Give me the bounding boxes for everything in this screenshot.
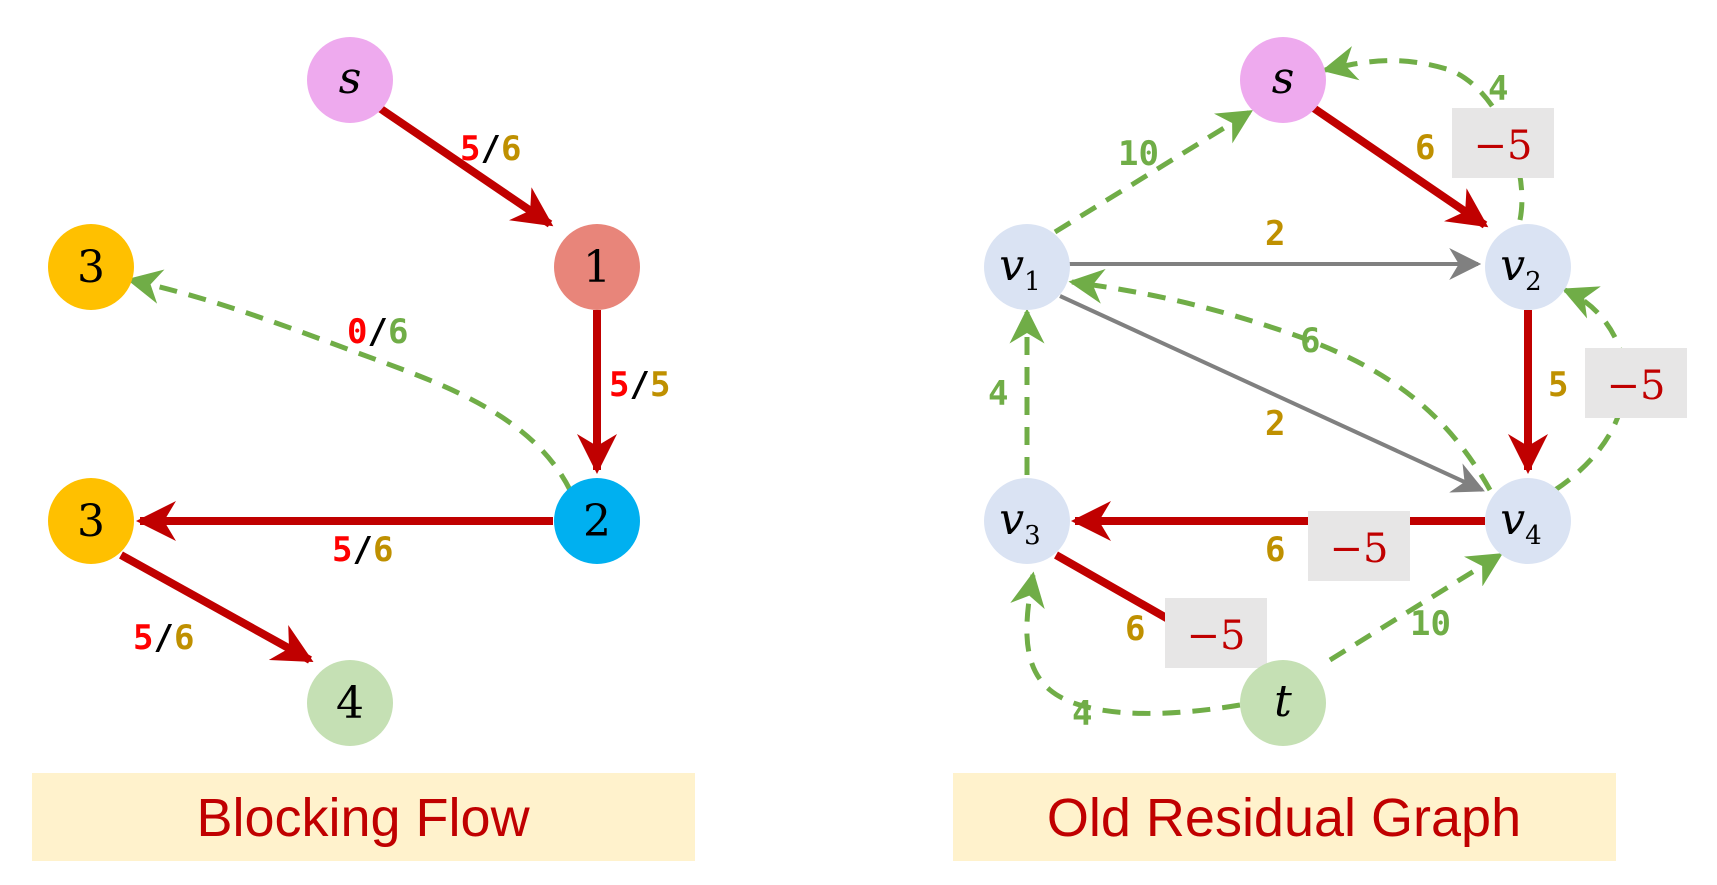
label-2-3top: 0/6 bbox=[347, 312, 408, 352]
edge-v1-v4 bbox=[1059, 294, 1485, 493]
blocking-flow-caption: Blocking Flow bbox=[196, 788, 530, 848]
label-v3-v1: 4 bbox=[988, 374, 1008, 414]
node-2 bbox=[554, 478, 640, 564]
label-s-v2: 6 bbox=[1415, 128, 1435, 168]
node-v4-label: v4 bbox=[1500, 494, 1541, 551]
edge-2-3top-dashed bbox=[126, 269, 573, 492]
edge-v4-v1-dashed bbox=[1068, 268, 1493, 492]
label-v3-t: 6 bbox=[1125, 609, 1145, 649]
minus-box-v3-t bbox=[1165, 598, 1267, 668]
label-v4-v1-back: 6 bbox=[1300, 321, 1320, 361]
node-v3 bbox=[984, 478, 1070, 564]
node-rs-s bbox=[1240, 37, 1326, 123]
label-3-4: 5/6 bbox=[133, 618, 194, 658]
node-v1-label: v1 bbox=[999, 240, 1040, 297]
node-3-top-label: 3 bbox=[77, 242, 105, 293]
minus-box-v2-v4 bbox=[1585, 348, 1687, 418]
node-s bbox=[307, 37, 393, 123]
label-v1-s: 10 bbox=[1118, 134, 1159, 174]
node-rs-s-label: s bbox=[1272, 53, 1295, 104]
label-s-1: 5/6 bbox=[460, 129, 521, 169]
node-2-label: 2 bbox=[583, 496, 611, 547]
label-v3-t-minus: −5 bbox=[1187, 613, 1246, 659]
edge-t-v3-dashed bbox=[1010, 571, 1241, 716]
node-3-bottom-label: 3 bbox=[77, 496, 105, 547]
node-4-label: 4 bbox=[336, 678, 364, 729]
label-v4-v3-minus: −5 bbox=[1330, 526, 1389, 572]
label-v2-v4: 5 bbox=[1548, 365, 1568, 405]
node-4 bbox=[307, 660, 393, 746]
edge-v1-s-dashed bbox=[1053, 109, 1253, 235]
node-v1 bbox=[984, 224, 1070, 310]
node-t-label: t bbox=[1274, 676, 1292, 727]
node-3-top bbox=[48, 224, 134, 310]
edge-t-v4-dashed bbox=[1328, 552, 1503, 663]
edge-3-4 bbox=[119, 551, 314, 664]
node-v3-label: v3 bbox=[999, 494, 1040, 551]
node-3-bottom bbox=[48, 478, 134, 564]
label-1-2: 5/5 bbox=[609, 365, 670, 405]
label-v2-v4-minus: −5 bbox=[1607, 363, 1666, 409]
residual-graph-caption: Old Residual Graph bbox=[1047, 788, 1521, 848]
node-v2-label: v2 bbox=[1500, 240, 1541, 297]
label-v4-v3: 6 bbox=[1265, 530, 1285, 570]
node-1-label: 1 bbox=[583, 242, 611, 293]
node-1 bbox=[554, 224, 640, 310]
label-t-v4: 10 bbox=[1410, 604, 1451, 644]
node-v4 bbox=[1485, 478, 1571, 564]
residual-graph-caption-box bbox=[953, 773, 1616, 861]
node-s-label: s bbox=[339, 53, 362, 104]
blocking-flow-caption-box bbox=[32, 773, 695, 861]
blocking-flow-panel: s 1 2 3 3 4 5/6 5/5 0/6 5/6 5/6 Blocking… bbox=[32, 37, 695, 861]
label-2-3bottom: 5/6 bbox=[332, 530, 393, 570]
node-t bbox=[1240, 660, 1326, 746]
edge-s-1 bbox=[375, 103, 554, 228]
label-v2-s-back: 4 bbox=[1488, 69, 1508, 109]
residual-graph-panel: −5 −5 −5 −5 s v1 v2 v3 v4 t 6 4 10 2 6 2… bbox=[953, 37, 1687, 861]
label-t-v3: 4 bbox=[1072, 694, 1092, 734]
minus-box-v4-v3 bbox=[1308, 511, 1410, 581]
node-v2 bbox=[1485, 224, 1571, 310]
label-s-v2-minus: −5 bbox=[1474, 123, 1533, 169]
label-v1-v2: 2 bbox=[1265, 214, 1285, 254]
edge-s-v2 bbox=[1309, 103, 1489, 229]
minus-box-s-v2 bbox=[1452, 108, 1554, 178]
label-v1-v4: 2 bbox=[1265, 404, 1285, 444]
